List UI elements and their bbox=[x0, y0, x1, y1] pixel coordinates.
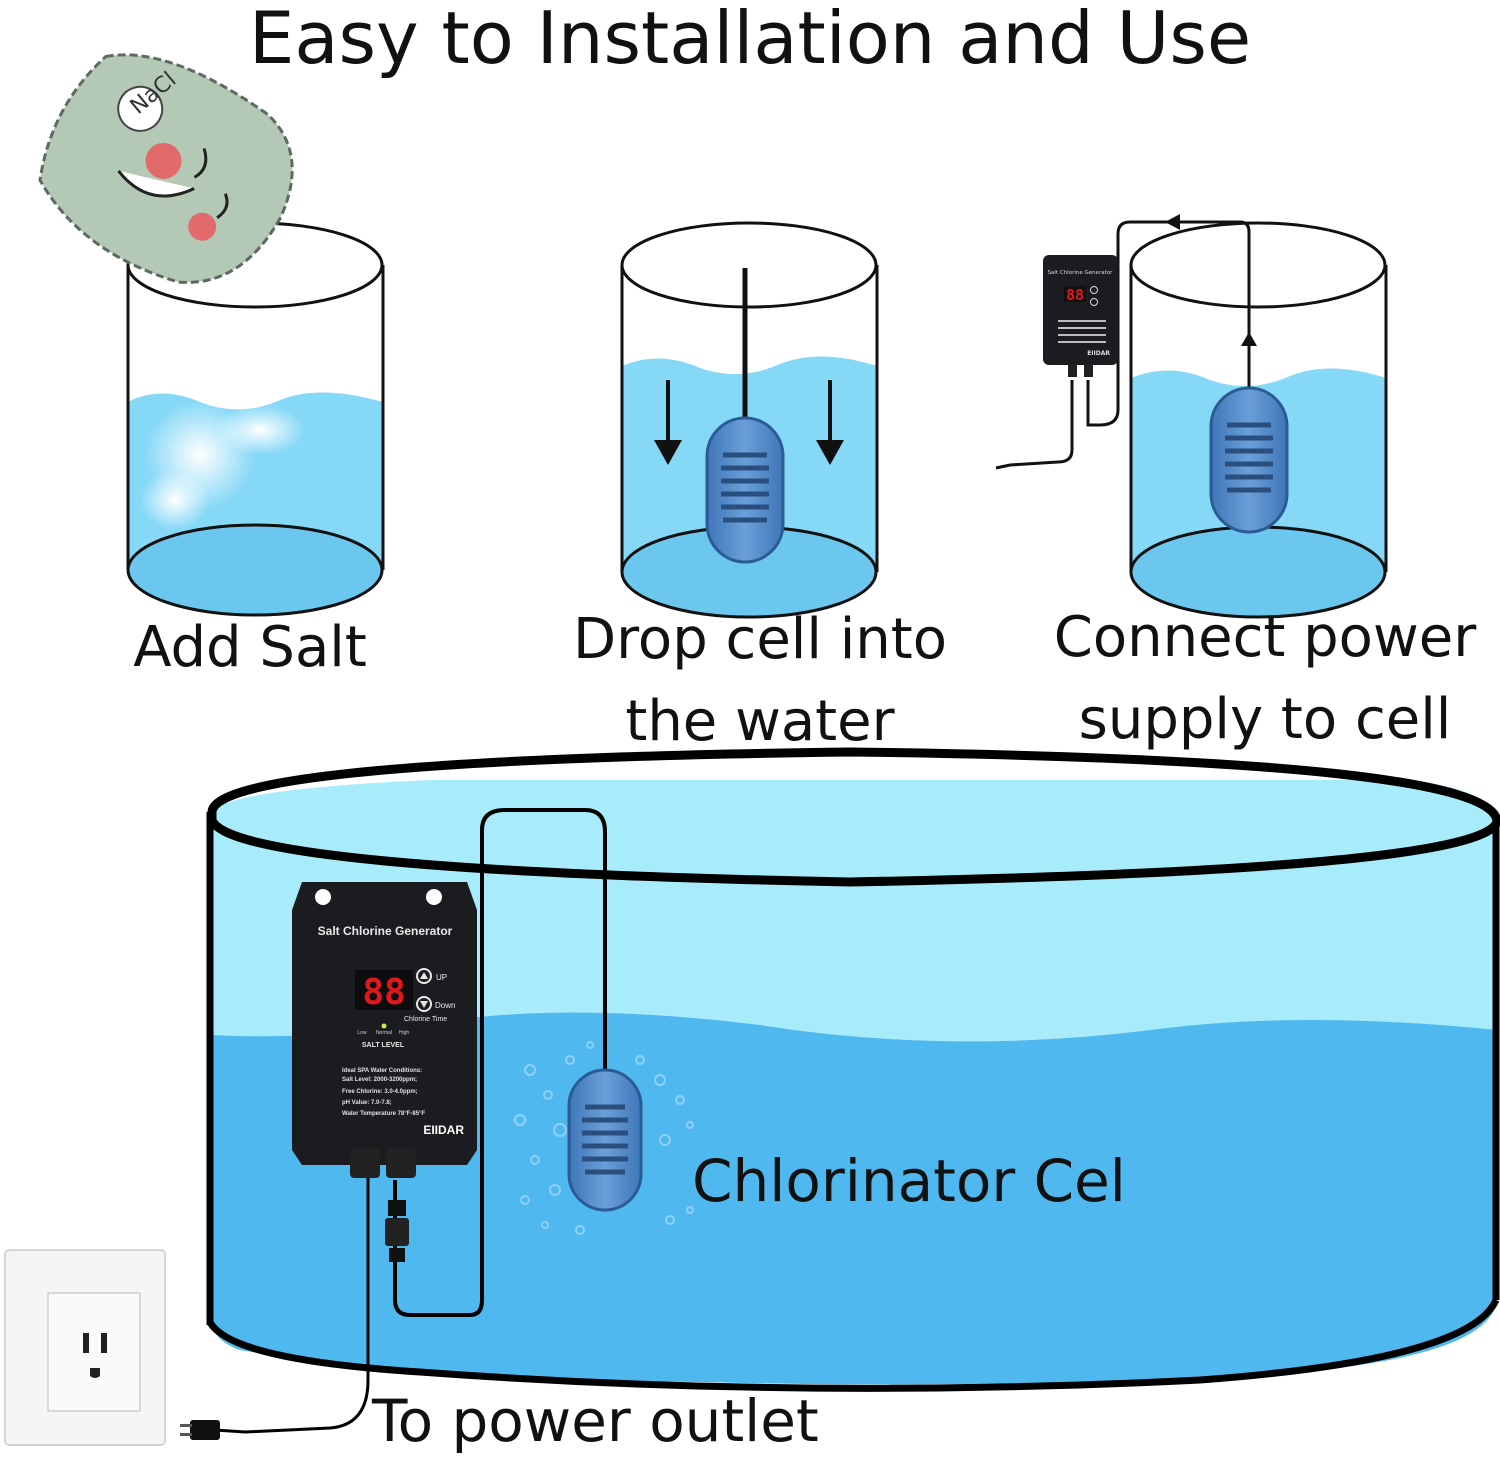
up-button[interactable] bbox=[416, 968, 432, 984]
up-arrow-icon bbox=[420, 972, 428, 979]
salt-level-label: SALT LEVEL bbox=[362, 1042, 405, 1049]
step3-controller-display: 88 bbox=[1066, 286, 1084, 304]
salt-level-led bbox=[381, 1023, 387, 1029]
level-low: Low bbox=[357, 1030, 367, 1036]
led-display: 88 bbox=[362, 972, 405, 1013]
water-conditions: Ideal SPA Water Conditions: Salt Level: … bbox=[342, 1068, 425, 1117]
power-cord bbox=[214, 1170, 370, 1434]
condition-line: Water Temperature 78°F-85°F bbox=[342, 1111, 425, 1117]
salt-bag-label bbox=[117, 85, 164, 132]
led-display-frame bbox=[355, 970, 413, 1010]
step3-cable bbox=[1086, 220, 1251, 427]
condition-line: Salt Level: 2000-3200ppm; bbox=[342, 1077, 417, 1083]
chlorine-controller: Salt Chlorine Generator 88 UP Down Chlor… bbox=[292, 882, 477, 1178]
condition-line: pH Value: 7.0-7.8; bbox=[342, 1100, 392, 1106]
step1-cylinder-bottom bbox=[126, 523, 384, 617]
controller-body bbox=[292, 882, 477, 1165]
step2-label-line2: the water bbox=[625, 689, 895, 754]
condition-line: Free Chlorine: 3.0-4.0ppm; bbox=[342, 1089, 418, 1095]
step3-label-line2: supply to cell bbox=[1078, 687, 1452, 752]
down-arrow-icon bbox=[420, 1001, 428, 1008]
bubbles bbox=[514, 1041, 694, 1235]
step3-cylinder-top bbox=[1129, 221, 1387, 309]
level-high: High bbox=[399, 1030, 410, 1036]
step2-cylinder-top bbox=[620, 221, 878, 309]
pool-chlorinator-cell bbox=[567, 1068, 643, 1212]
step2-chlorinator-cell bbox=[705, 416, 785, 564]
down-label: Down bbox=[435, 1001, 455, 1010]
bag-mouth bbox=[117, 170, 195, 198]
step3-controller-name: Salt Chlorine Generator bbox=[1048, 270, 1114, 276]
pool-bottom-edge bbox=[206, 1298, 1500, 1392]
pool bbox=[206, 747, 1500, 1392]
pool-water-deep bbox=[212, 1012, 1497, 1385]
mount-hole-left bbox=[315, 889, 331, 905]
chlorinator-cell-label: Chlorinator Cel bbox=[692, 1147, 1126, 1215]
wall-outlet bbox=[4, 1249, 220, 1446]
cable-gland-right bbox=[386, 1148, 416, 1178]
power-outlet-label: To power outlet bbox=[372, 1387, 819, 1455]
controller-brand: EIIDAR bbox=[423, 1123, 464, 1137]
outlet-slot-right bbox=[101, 1333, 107, 1353]
cable-gland-left bbox=[350, 1148, 380, 1178]
outlet-slot-left bbox=[83, 1333, 89, 1353]
cable-arrow-left-icon bbox=[1165, 214, 1180, 230]
step1-cylinder bbox=[126, 221, 385, 617]
chlorine-time-label: Chlorine Time bbox=[404, 1016, 447, 1023]
level-normal: Normal bbox=[376, 1030, 392, 1036]
down-arrow-right-icon bbox=[816, 380, 844, 465]
step3-chlorinator-cell bbox=[1209, 386, 1289, 534]
pool-water-shallow bbox=[212, 780, 1497, 1045]
bag-cheek-right bbox=[188, 212, 217, 241]
step2-label-line1: Drop cell into bbox=[573, 607, 947, 672]
down-arrow-left-icon bbox=[654, 380, 682, 465]
cell-slots bbox=[721, 452, 769, 523]
step3-controller-brand: EIIDAR bbox=[1087, 350, 1110, 357]
bag-cheek-left bbox=[145, 142, 182, 179]
up-label: UP bbox=[436, 973, 447, 982]
cell-cable bbox=[393, 808, 607, 1317]
step1-label: Add Salt bbox=[133, 615, 367, 680]
step3-label-line1: Connect power bbox=[1053, 605, 1477, 670]
outlet-face bbox=[47, 1292, 141, 1412]
step3-power-cord bbox=[995, 380, 1074, 470]
cable-arrow-up-icon bbox=[1241, 332, 1257, 346]
outlet-ground-hole bbox=[90, 1368, 100, 1378]
condition-line: Ideal SPA Water Conditions: bbox=[342, 1068, 422, 1074]
mount-hole-right bbox=[426, 889, 442, 905]
controller-name: Salt Chlorine Generator bbox=[318, 924, 453, 938]
plug-icon bbox=[180, 1420, 220, 1440]
step3-controller: Salt Chlorine Generator 88 EIIDAR bbox=[1043, 255, 1118, 377]
page-title: Easy to Installation and Use bbox=[248, 0, 1252, 80]
down-button[interactable] bbox=[416, 996, 432, 1012]
cord-connector bbox=[385, 1200, 409, 1262]
salt-bag bbox=[38, 53, 294, 284]
